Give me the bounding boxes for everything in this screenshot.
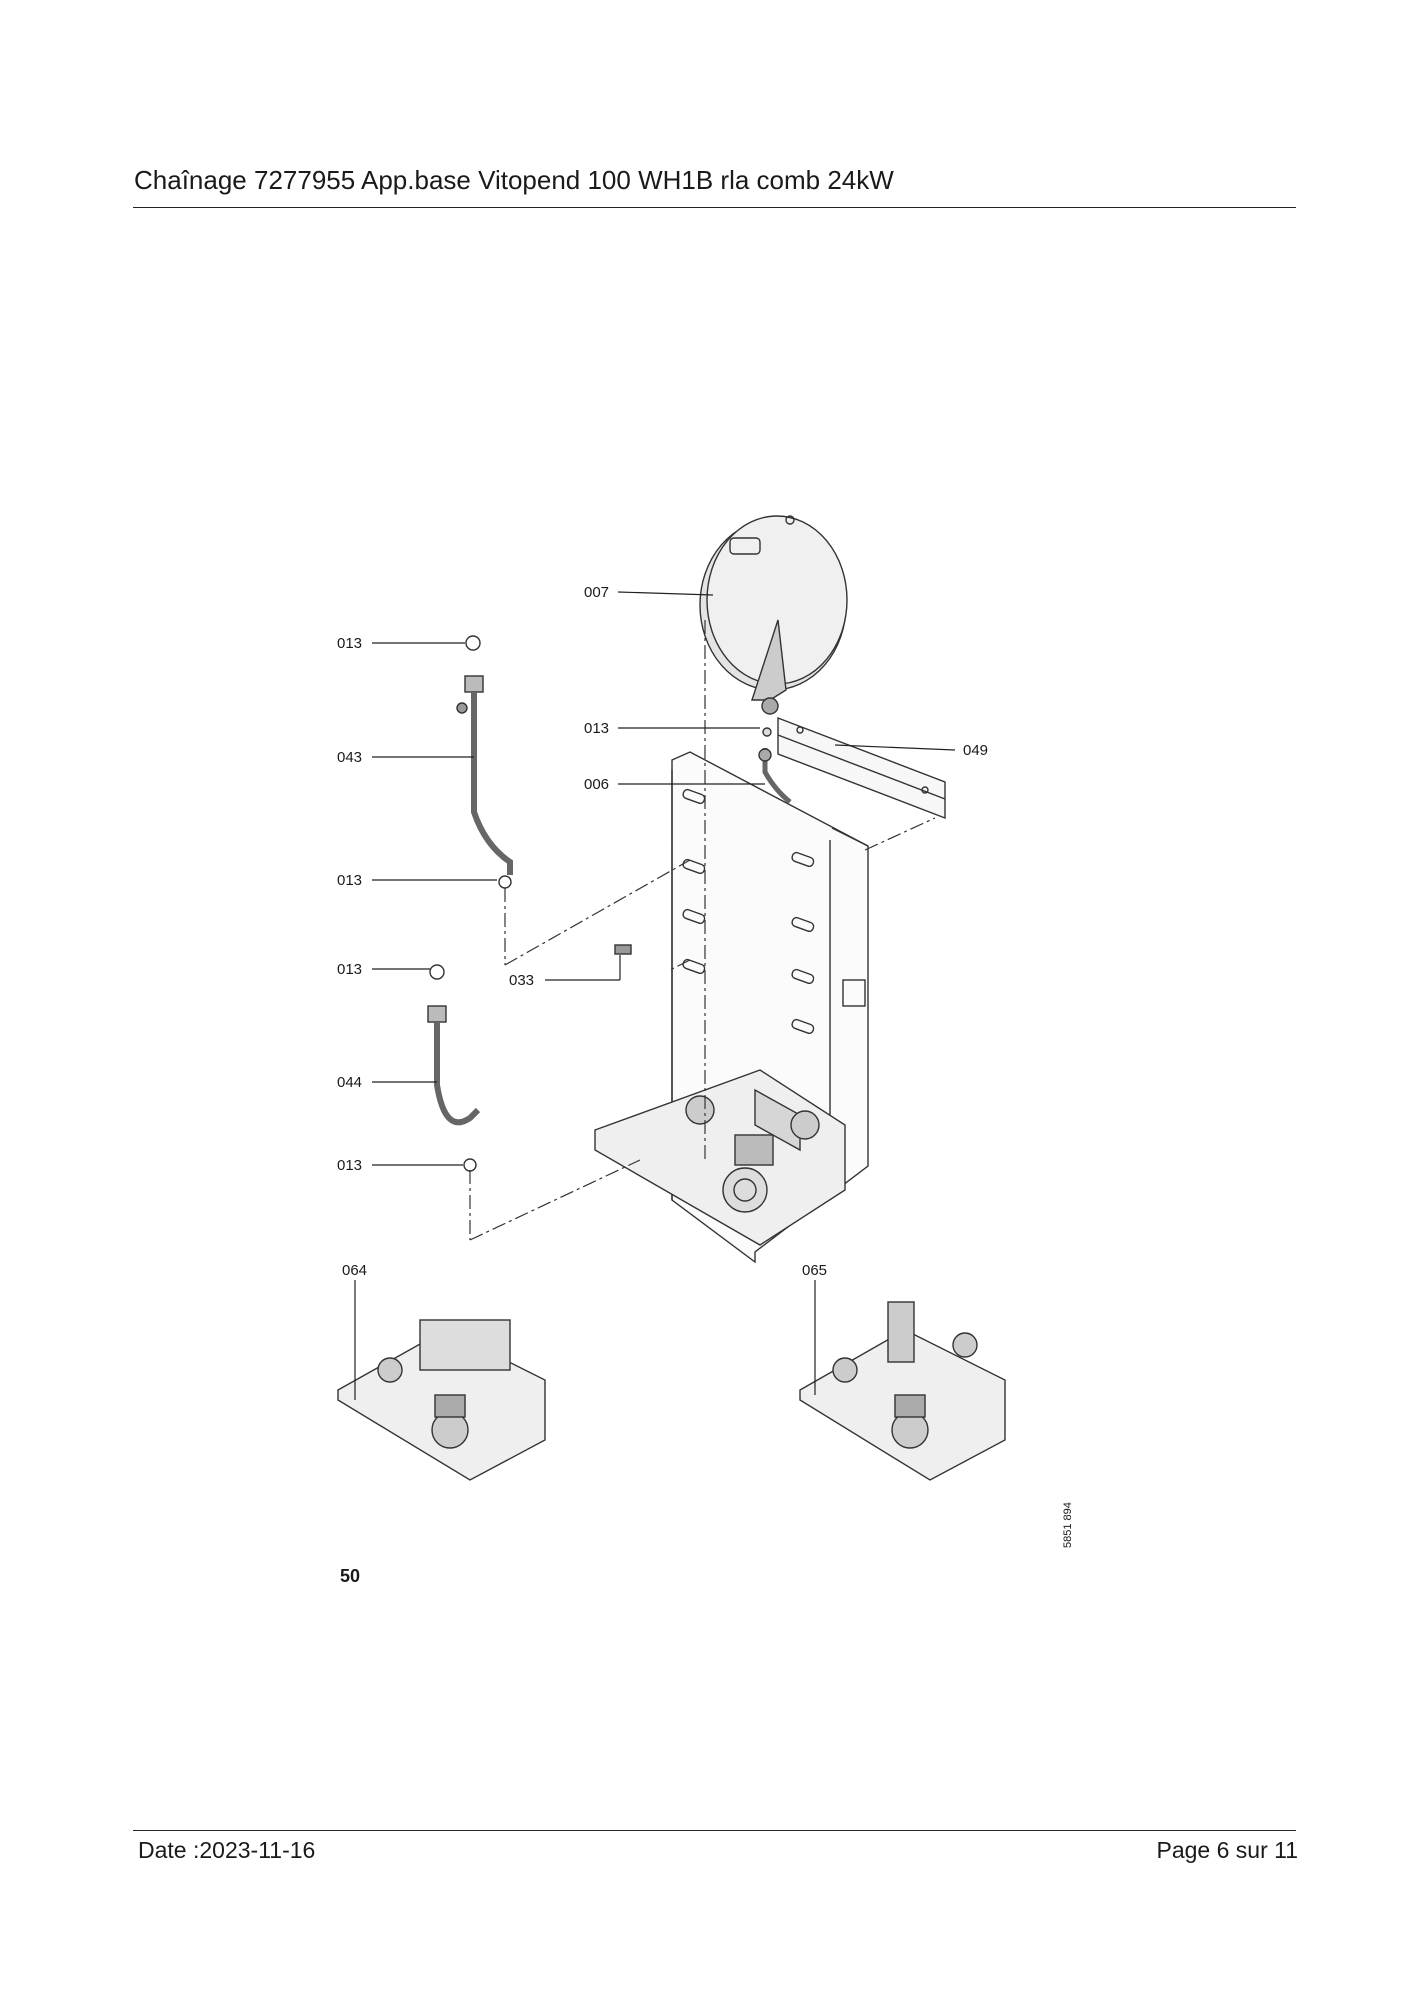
pipe-044 [427, 964, 481, 1172]
expansion-vessel [699, 515, 848, 715]
header-divider [133, 207, 1296, 208]
callout-064: 064 [342, 1262, 367, 1279]
callout-043: 043 [337, 749, 362, 766]
page-number: Page 6 sur 11 [1156, 1837, 1298, 1863]
footer-divider [133, 1830, 1296, 1831]
callout-013-lower: 013 [337, 961, 362, 978]
mounting-bracket [777, 716, 946, 820]
callout-033: 033 [509, 972, 534, 989]
variant-065-assembly [799, 1301, 1006, 1481]
footer-date: Date :2023-11-16 [138, 1837, 316, 1863]
callout-007: 007 [584, 584, 609, 601]
variant-064-assembly [337, 1319, 546, 1481]
callout-049: 049 [963, 742, 988, 759]
small-clip [614, 944, 632, 955]
callout-013-vessel: 013 [584, 720, 609, 737]
connection-pipe [762, 748, 792, 804]
callout-013-mid: 013 [337, 872, 362, 889]
drawing-code: 5851 894 [1062, 1502, 1074, 1548]
pipe-043 [456, 635, 513, 889]
callout-065: 065 [802, 1262, 827, 1279]
callout-013-bottom: 013 [337, 1157, 362, 1174]
figure-number: 50 [340, 1566, 361, 1586]
page-title: Chaînage 7277955 App.base Vitopend 100 W… [134, 165, 894, 195]
callout-044: 044 [337, 1074, 362, 1091]
callout-006: 006 [584, 776, 609, 793]
callout-013-top: 013 [337, 635, 362, 652]
hydraulic-assembly [594, 1069, 846, 1246]
